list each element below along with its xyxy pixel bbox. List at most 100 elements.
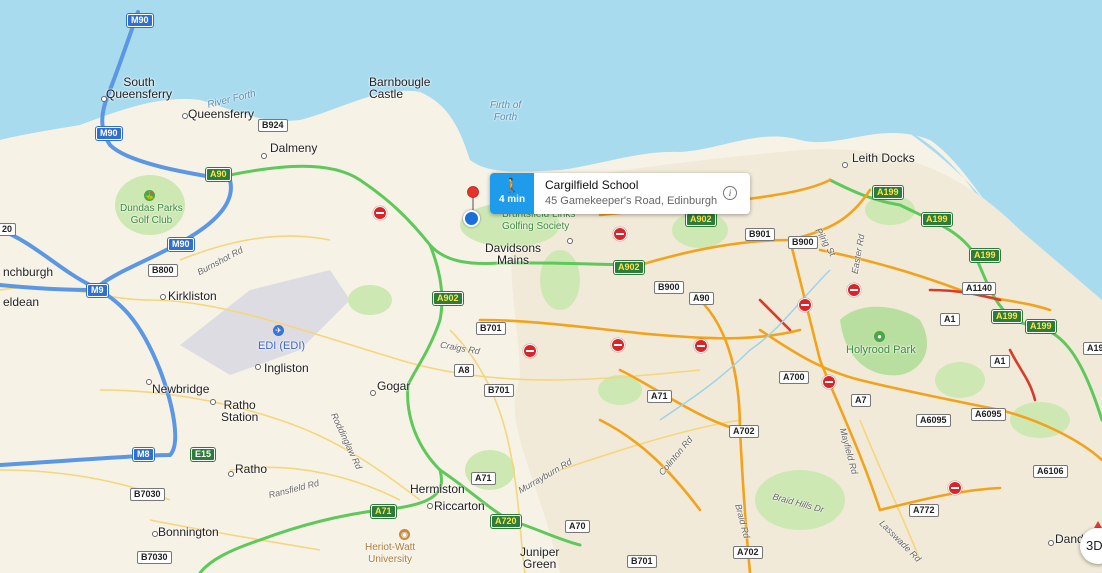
place-callout[interactable]: 🚶 4 min Cargilfield School 45 Gamekeeper… [490,173,750,214]
golf-course-icon[interactable]: ⛳ [144,190,155,201]
place-label-heriot-watt: Heriot-Watt University [365,542,416,565]
current-location-dot[interactable] [463,210,480,227]
shield-a199: A199 [922,213,952,226]
town-marker [261,153,267,159]
place-label-leith-docks: Leith Docks [852,151,915,165]
road-closed-icon[interactable] [694,339,708,353]
park-holyrood [840,306,928,376]
shield-b800: B800 [148,264,178,277]
place-label-kirkliston: Kirkliston [168,289,217,303]
shield-a6095: A6095 [971,408,1006,421]
shield-b7030: B7030 [137,551,172,564]
shield-a902: A902 [614,261,644,274]
shield-a199: A199 [873,186,903,199]
3d-toggle-button[interactable]: 3D [1080,528,1102,564]
place-label-ingliston: Ingliston [264,361,309,375]
shield-a71: A71 [471,472,496,485]
shield-b701: B701 [627,555,657,568]
town-marker [427,503,433,509]
place-label-ratho-station: Ratho Station [221,398,259,424]
park-icon[interactable]: ● [874,331,885,342]
town-marker [1048,540,1054,546]
water-firth-of-forth [0,0,1102,330]
town-marker [210,399,216,405]
walking-directions-button[interactable]: 🚶 4 min [490,173,534,214]
water-of-leith [659,269,831,421]
park-5 [865,195,915,225]
road-closed-icon[interactable] [798,298,812,312]
place-label-winchburgh: nchburgh [3,265,54,279]
airport-icon[interactable]: ✈ [273,325,284,336]
shield-a720: A720 [491,515,521,528]
shield-a199: A19 [1083,342,1102,355]
place-label-davidsons-mains: Davidsons Mains [485,241,542,267]
place-label-queensferry: Queensferry [188,107,255,121]
shield-b900: B900 [788,236,818,249]
town-marker [228,471,234,477]
place-label-dalmeny: Dalmeny [270,141,318,155]
place-label-hermiston: Hermiston [410,482,465,496]
park-2 [540,250,580,310]
place-label-juniper-green: Juniper Green [520,545,560,571]
shield-a902: A902 [686,213,716,226]
shield-a1: A1 [990,355,1010,368]
road-closed-icon[interactable] [373,206,387,220]
shield-a71: A71 [647,390,672,403]
shield-a702: A702 [729,425,759,438]
place-label-gogar: Gogar [377,379,411,393]
park-7 [598,375,642,405]
shield-m90: M90 [168,238,194,251]
shield-a8: A8 [454,364,474,377]
shield-m8: M8 [133,448,154,461]
road-closed-icon[interactable] [822,375,836,389]
town-marker [152,531,158,537]
shield-b900: B900 [654,281,684,294]
town-marker [160,294,166,300]
road-closed-icon[interactable] [613,227,627,241]
shield-a7: A7 [851,394,871,407]
place-label-newbridge: Newbridge [152,382,210,396]
shield-e15: E15 [191,448,216,461]
university-icon[interactable]: ◉ [399,529,410,540]
road-closed-icon[interactable] [847,283,861,297]
park-dundas [115,175,185,235]
shield-b924: B924 [258,119,288,132]
compass-icon[interactable] [1094,521,1102,528]
shield-a1: A1 [940,313,960,326]
shield-a902: A902 [433,292,463,305]
park-bruntsfield [460,203,560,247]
place-label-riccarton: Riccarton [434,499,485,513]
shield-a90: A90 [206,168,231,181]
walk-time: 4 min [498,194,526,205]
place-label-edi-airport: EDI (EDI) [258,340,306,352]
shield-a20: 20 [0,223,17,236]
place-label-broxburn-eldean: eldean [3,295,40,309]
roads-traffic-green [198,164,1102,573]
town-marker [255,364,261,370]
town-marker [370,390,376,396]
shield-a6106: A6106 [1033,465,1068,478]
shield-a700: A700 [779,371,809,384]
callout-address: 45 Gamekeeper's Road, Edinburgh [545,195,718,207]
place-label-south-queensferry: South Queensferry [106,75,173,101]
callout-title: Cargilfield School [545,178,639,192]
shield-b701: B701 [476,322,506,335]
town-marker [567,238,573,244]
road-closed-icon[interactable] [948,481,962,495]
shield-a702: A702 [733,546,763,559]
urban-edinburgh [511,149,1102,573]
shield-b901: B901 [745,228,775,241]
town-marker [146,379,152,385]
park-6 [935,362,985,398]
shield-a199: A199 [970,249,1000,262]
shield-a199: A199 [992,310,1022,323]
walking-person-icon: 🚶 [503,177,521,193]
town-marker [101,96,107,102]
shield-b7030: B7030 [130,488,165,501]
info-icon[interactable]: i [723,186,737,200]
shield-a1140: A1140 [962,282,997,295]
place-label-ratho: Ratho [235,462,268,476]
road-closed-icon[interactable] [523,344,537,358]
road-closed-icon[interactable] [611,338,625,352]
